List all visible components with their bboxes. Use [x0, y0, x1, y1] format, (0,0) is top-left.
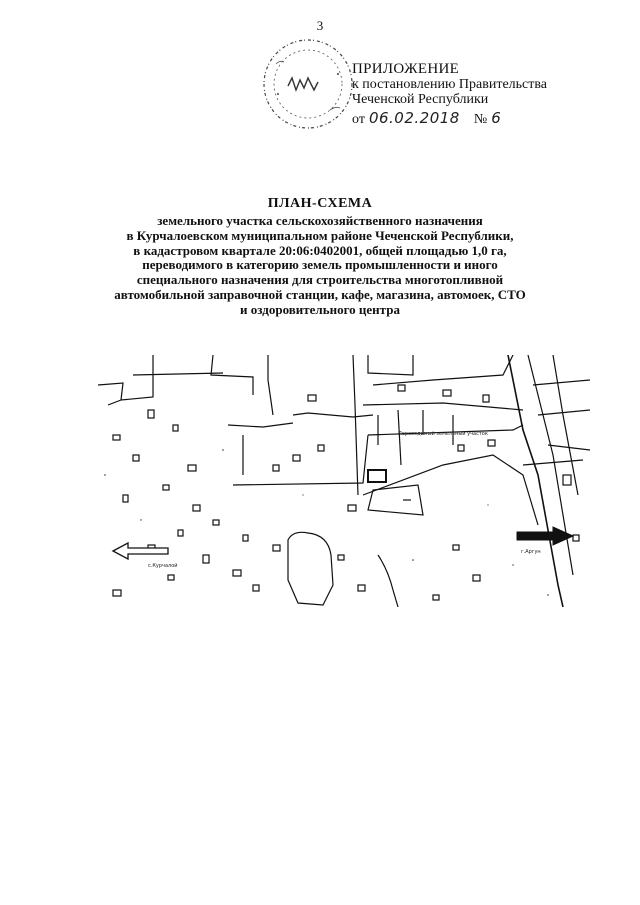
subtitle-line: и оздоровительного центра — [240, 301, 400, 317]
round-seal-icon — [258, 34, 358, 134]
document-subtitle: земельного участка сельскохозяйственного… — [60, 213, 580, 318]
right-arrow-label: г.Аргун — [521, 549, 541, 555]
left-arrow-label: с.Курчалой — [148, 562, 178, 569]
subtitle-line: специального назначения для строительств… — [136, 272, 504, 288]
subtitle-line: автомобильной заправочной станции, кафе,… — [114, 286, 526, 302]
decree-date: 06.02.2018 — [368, 109, 460, 127]
document-title: ПЛАН-СХЕМА — [267, 196, 373, 211]
subtitle-line: в Курчалоевском муниципальном районе Чеч… — [126, 227, 514, 243]
page-number: 3 — [316, 18, 324, 33]
subtitle-line: переводимого в категорию земель промышле… — [142, 257, 498, 273]
right-arrow-icon — [516, 526, 575, 546]
appendix-title: ПРИЛОЖЕНИЕ — [352, 61, 460, 77]
number-prefix: № — [473, 112, 488, 127]
left-arrow-icon — [111, 541, 169, 561]
decree-number: 6 — [491, 109, 502, 127]
map-drawing: Переводимый земельный участок с.Курчалой… — [93, 355, 590, 607]
subtitle-line: земельного участка сельскохозяйственного… — [157, 213, 483, 228]
appendix-block: ПРИЛОЖЕНИЕ к постановлению Правительства… — [352, 61, 612, 128]
subtitle-line: в кадастровом квартале 20:06:0402001, об… — [133, 242, 507, 258]
parcel-label: Переводимый земельный участок — [398, 430, 488, 437]
appendix-line-2: Чеченской Республики — [352, 92, 489, 107]
appendix-date-row: от 06.02.2018 № 6 — [352, 109, 612, 128]
date-prefix: от — [352, 112, 365, 127]
appendix-line-1: к постановлению Правительства — [352, 77, 548, 92]
cadastral-map: Переводимый земельный участок с.Курчалой… — [93, 355, 590, 607]
